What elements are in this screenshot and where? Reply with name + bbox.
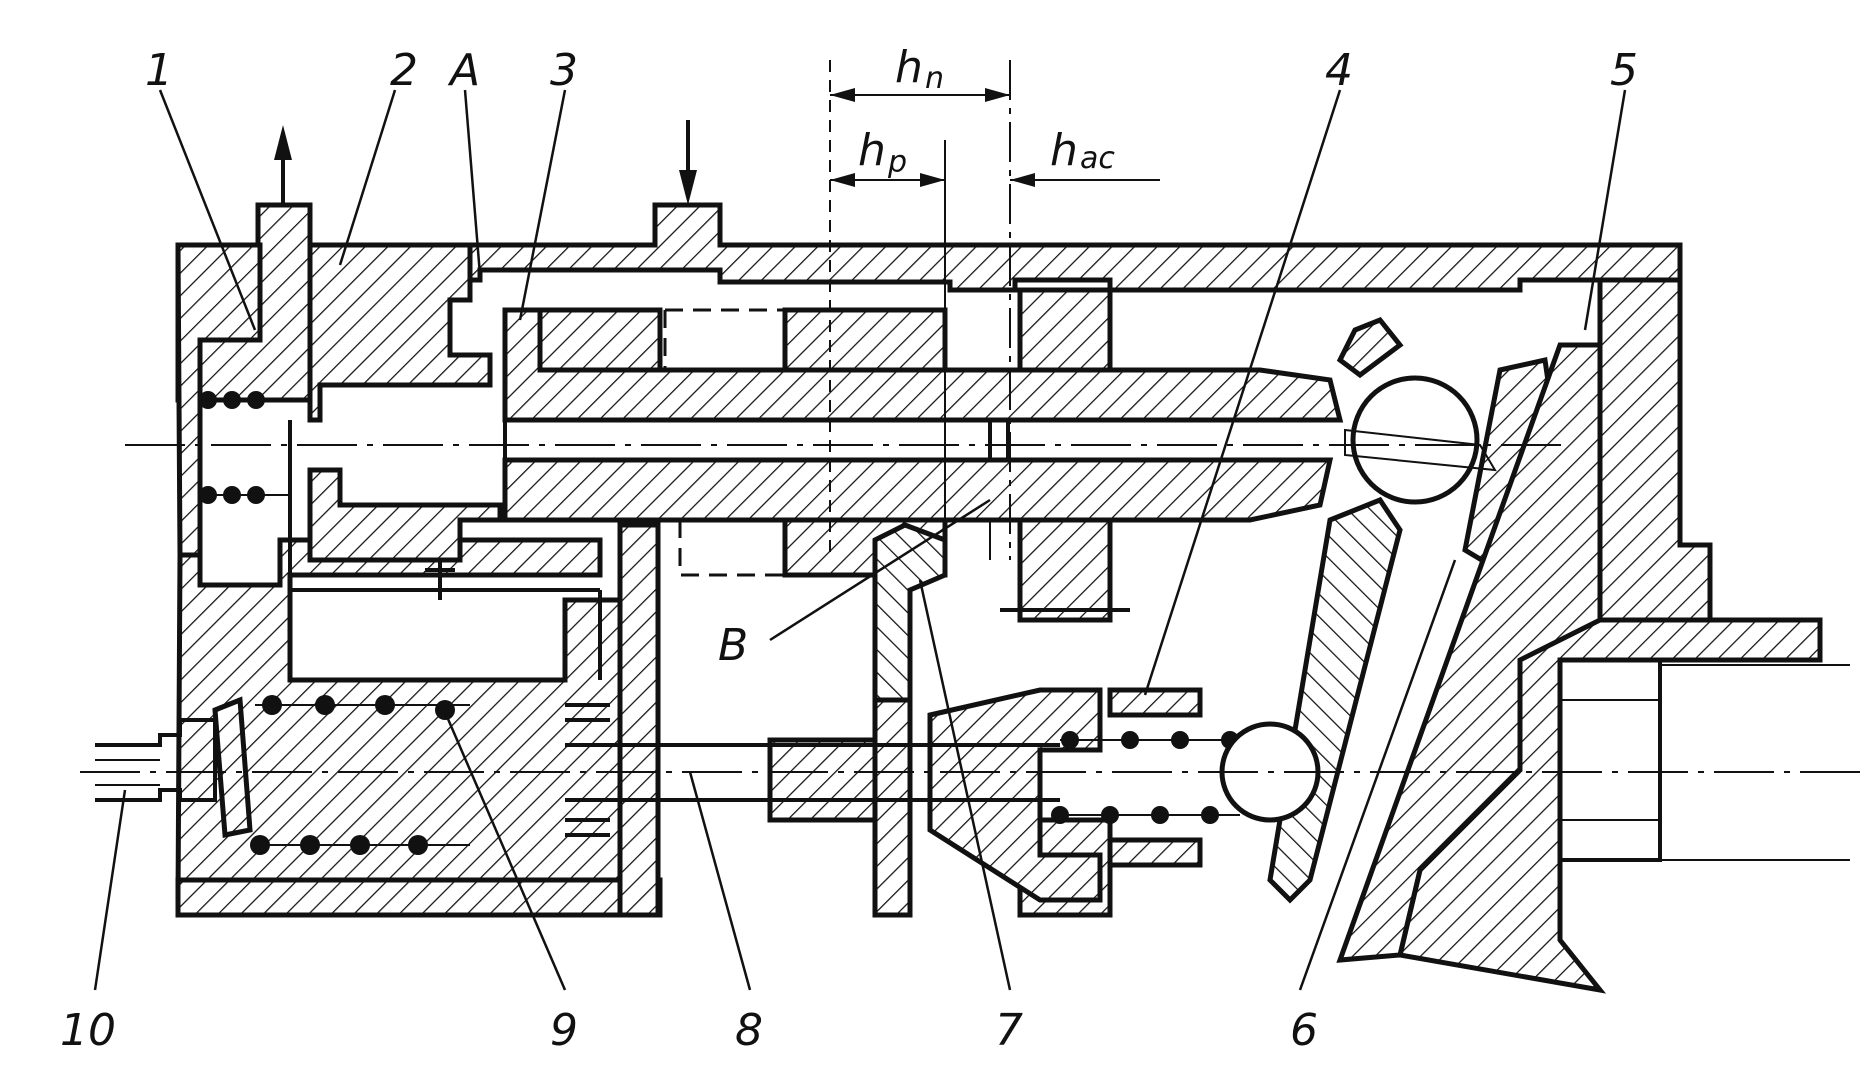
label-part-8: 8 [735,1005,763,1056]
label-part-2: 2 [390,45,418,96]
ball-joint [1344,375,1497,505]
label-part-7: 7 [995,1005,1023,1056]
label-part-4: 4 [1325,45,1353,96]
h-p-subscript: p [887,145,907,180]
dimension-h-n: h n [830,42,1010,102]
h-ac-subscript: ac [1080,141,1115,176]
h-p-label: h [858,125,886,176]
fluid-passages [288,420,1130,680]
plunger-3 [502,307,1344,578]
h-n-subscript: n [925,61,944,96]
h-n-label: h [895,42,923,93]
h-ac-label: h [1050,125,1078,176]
valve-body-2 [307,242,503,563]
label-part-6: 6 [1290,1005,1318,1056]
swash-plate-5 [1336,342,1603,963]
label-B: B [718,620,748,671]
dimension-h-ac: h ac [1010,125,1160,187]
centerlines [80,60,1860,773]
part-labels: 1 2 A 3 4 5 6 7 8 9 10 B [60,45,1638,1056]
label-part-1: 1 [145,45,173,96]
recess-dashed-outline [663,308,785,577]
dimension-h-p: h p [830,125,945,187]
housing [175,202,1823,994]
outlet-fitting [1558,658,1850,862]
spring-cup-4 [927,687,1203,903]
label-part-3: 3 [550,45,578,96]
label-part-9: 9 [550,1005,578,1056]
adjuster-screw-10 [95,696,253,839]
label-part-10: 10 [60,1005,116,1056]
rod-8 [565,743,1060,802]
flow-arrows [274,120,697,837]
springs [198,391,1240,855]
label-A: A [447,45,480,96]
label-part-5: 5 [1610,45,1638,96]
